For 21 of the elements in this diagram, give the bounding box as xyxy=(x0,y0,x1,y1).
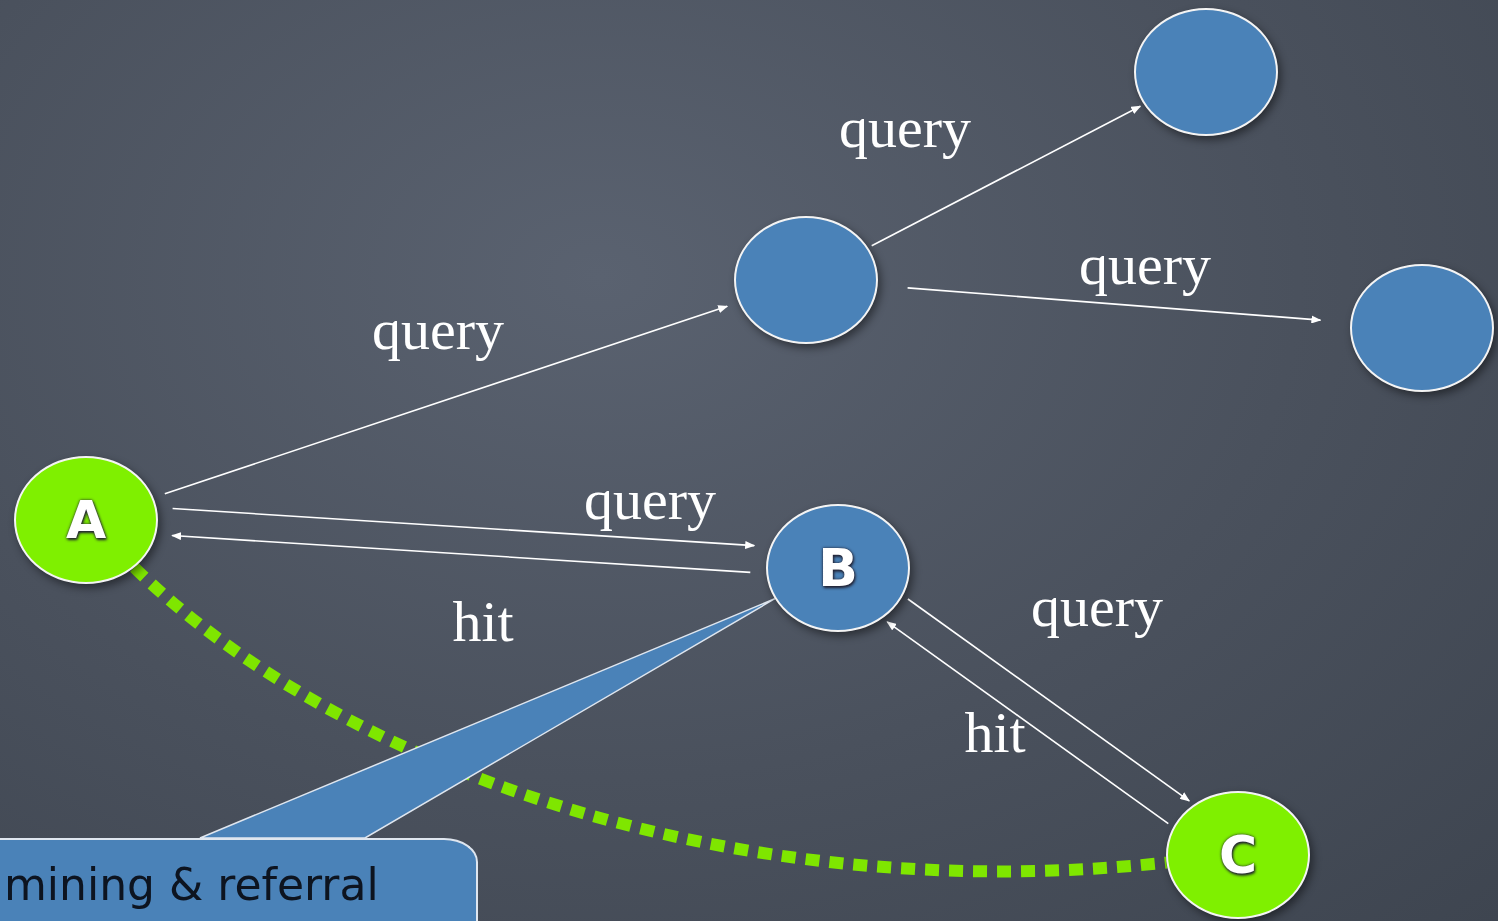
node-letter: A xyxy=(65,490,107,550)
arrow xyxy=(870,105,1142,247)
arrow xyxy=(886,621,1170,825)
edge-label: query xyxy=(838,99,972,157)
arrow xyxy=(164,305,729,495)
edge-label: hit xyxy=(964,704,1026,762)
edge-label: query xyxy=(1030,578,1164,636)
edge-label: query xyxy=(583,471,717,529)
arrow xyxy=(907,598,1190,802)
arrow xyxy=(171,507,756,549)
callout-text: mining & referral xyxy=(4,858,379,910)
node-letter: B xyxy=(818,538,858,598)
edge-label: hit xyxy=(452,593,514,651)
edge-label: query xyxy=(1078,236,1212,294)
speech-bubble xyxy=(0,838,478,921)
dashed-connection xyxy=(130,563,1167,877)
node-letter: C xyxy=(1218,825,1258,885)
callout-pointer xyxy=(199,597,776,839)
arrow xyxy=(906,287,1322,324)
arrow xyxy=(171,532,752,574)
edge-label: query xyxy=(371,301,505,359)
